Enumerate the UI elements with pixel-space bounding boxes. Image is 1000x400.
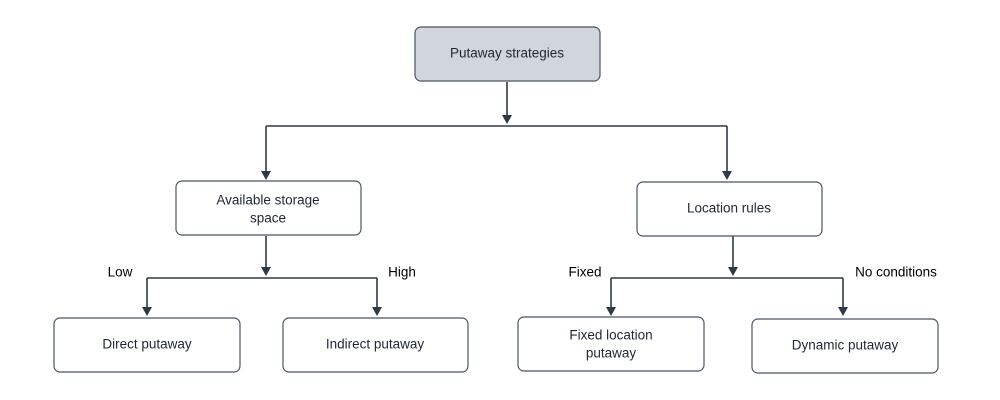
edge-label-low: Low [108,265,133,280]
node-label: Dynamic putaway [792,338,899,353]
arrowhead-to-location [722,171,732,180]
arrowhead-root-down [502,115,512,124]
node-direct-putaway: Direct putaway [53,317,241,373]
connectors [142,82,848,316]
arrowhead-to-indirect [372,307,382,316]
node-label: Indirect putaway [326,337,425,352]
edge-label-high: High [388,265,416,280]
edge-label-no-conditions: No conditions [855,265,937,280]
node-dynamic-putaway: Dynamic putaway [751,318,939,374]
edge-labels: Low High Fixed No conditions [108,265,938,280]
arrowhead-to-dynamic [838,307,848,316]
node-location-rules: Location rules [636,181,823,237]
node-indirect-putaway: Indirect putaway [282,317,469,373]
node-label: Direct putaway [102,337,192,352]
node-label-line-2: putaway [586,346,637,361]
node-label-line-1: Fixed location [569,328,652,343]
arrowhead-to-direct [142,307,152,316]
arrowhead-to-storage [261,171,271,180]
arrowhead-storage-down [261,267,271,276]
node-label: Putaway strategies [450,46,564,61]
node-label-line-1: Available storage [216,193,319,208]
node-available-storage-space: Available storage space [175,180,362,236]
arrowhead-to-fixed [606,307,616,316]
node-fixed-location-putaway: Fixed location putaway [517,316,705,372]
node-putaway-strategies: Putaway strategies [414,26,601,82]
node-label: Location rules [687,201,771,216]
edge-label-fixed: Fixed [568,265,601,280]
node-label-line-2: space [250,211,286,226]
arrowhead-location-down [728,267,738,276]
